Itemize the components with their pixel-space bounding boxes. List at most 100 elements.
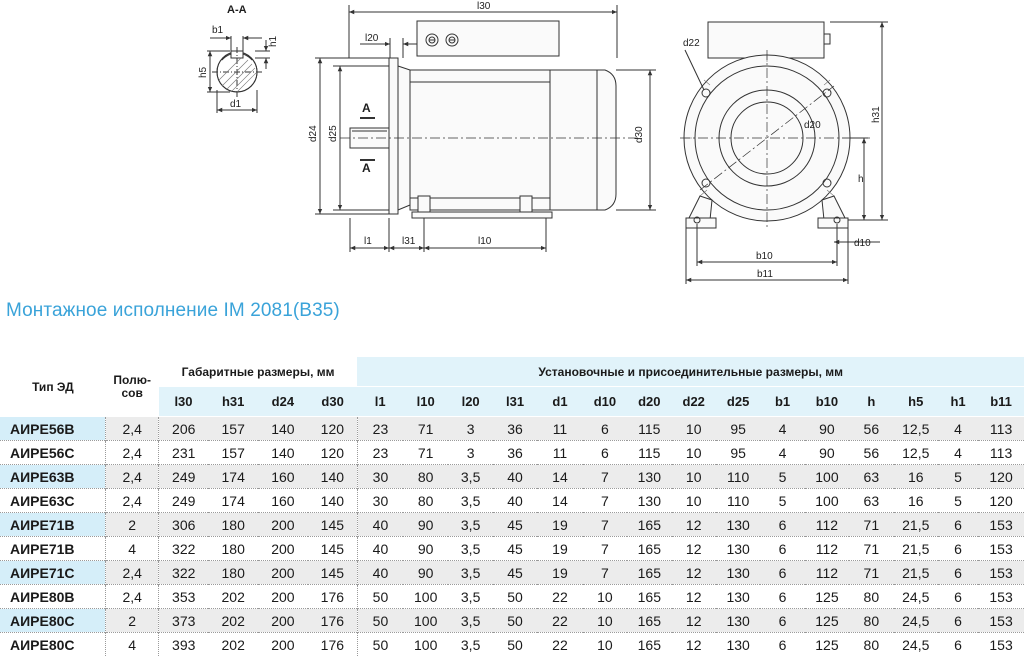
poles-cell: 2,4	[105, 440, 160, 465]
label-h31: h31	[871, 106, 882, 123]
value-cell-l10: 80	[402, 488, 449, 513]
value-cell-h1: 4	[937, 416, 979, 441]
value-cell-l30: 353	[158, 584, 209, 609]
value-cell-d1: 11	[537, 440, 583, 465]
value-cell-d20: 165	[627, 512, 672, 537]
value-cell-d24: 200	[258, 608, 308, 633]
value-cell-l20: 3,5	[448, 536, 493, 561]
value-cell-l31: 40	[492, 488, 538, 513]
value-cell-d20: 165	[627, 536, 672, 561]
value-cell-l10: 100	[402, 632, 449, 656]
value-cell-l10: 90	[402, 536, 449, 561]
value-cell-h31: 180	[208, 512, 259, 537]
value-cell-d24: 200	[258, 632, 308, 656]
value-cell-l30: 249	[158, 488, 209, 513]
value-cell-d25: 95	[715, 440, 761, 465]
value-cell-h5: 21,5	[893, 560, 938, 585]
value-cell-l1: 30	[357, 464, 403, 489]
value-cell-l10: 100	[402, 584, 449, 609]
value-cell-d24: 140	[258, 416, 308, 441]
value-cell-h5: 16	[893, 488, 938, 513]
poles-cell: 4	[105, 536, 160, 561]
label-d30: d30	[634, 126, 645, 143]
value-cell-b10: 112	[804, 560, 850, 585]
column-header-h: h	[849, 386, 894, 417]
value-cell-b11: 153	[978, 536, 1024, 561]
value-cell-b1: 6	[760, 608, 805, 633]
value-cell-d30: 140	[307, 464, 358, 489]
value-cell-l31: 45	[492, 512, 538, 537]
section-title: A-A	[227, 4, 247, 16]
label-l20: l20	[365, 33, 379, 44]
label-b10: b10	[756, 251, 773, 262]
value-cell-d22: 12	[671, 512, 716, 537]
value-cell-b10: 125	[804, 584, 850, 609]
column-header-h5: h5	[893, 386, 938, 417]
poles-cell: 2,4	[105, 416, 160, 441]
column-header-d25: d25	[715, 386, 761, 417]
value-cell-h5: 16	[893, 464, 938, 489]
motor-type-cell: АИРЕ56С	[0, 440, 106, 465]
value-cell-h: 71	[849, 512, 894, 537]
value-cell-d20: 115	[627, 416, 672, 441]
value-cell-h1: 6	[937, 584, 979, 609]
value-cell-d1: 14	[537, 464, 583, 489]
value-cell-b10: 125	[804, 632, 850, 656]
value-cell-l30: 249	[158, 464, 209, 489]
value-cell-h: 80	[849, 608, 894, 633]
value-cell-h: 80	[849, 632, 894, 656]
value-cell-b11: 153	[978, 512, 1024, 537]
value-cell-d30: 120	[307, 440, 358, 465]
value-cell-h1: 4	[937, 440, 979, 465]
column-header-l30: l30	[158, 386, 209, 417]
value-cell-b1: 6	[760, 512, 805, 537]
column-header-l10: l10	[402, 386, 449, 417]
label-l31: l31	[402, 236, 416, 247]
value-cell-h1: 6	[937, 608, 979, 633]
poles-cell: 2,4	[105, 584, 160, 609]
value-cell-l10: 71	[402, 416, 449, 441]
column-header-b10: b10	[804, 386, 850, 417]
value-cell-b10: 100	[804, 464, 850, 489]
value-cell-h1: 6	[937, 536, 979, 561]
label-b1: b1	[212, 25, 224, 36]
shaft-section-view: A-A b1 h1 h5 d	[198, 4, 279, 113]
motor-type-cell: АИРЕ63С	[0, 488, 106, 513]
value-cell-b10: 112	[804, 536, 850, 561]
value-cell-b10: 125	[804, 608, 850, 633]
value-cell-l31: 50	[492, 632, 538, 656]
value-cell-d20: 165	[627, 584, 672, 609]
motor-type-cell: АИРЕ80С	[0, 608, 106, 633]
motor-type-cell: АИРЕ80С	[0, 632, 106, 656]
value-cell-d22: 12	[671, 536, 716, 561]
value-cell-d1: 19	[537, 512, 583, 537]
value-cell-h: 63	[849, 464, 894, 489]
column-header-d20: d20	[627, 386, 672, 417]
value-cell-l31: 36	[492, 440, 538, 465]
value-cell-l31: 50	[492, 584, 538, 609]
column-header-b1: b1	[760, 386, 805, 417]
overall-dimensions-header: Габаритные размеры, мм	[158, 357, 358, 387]
value-cell-b1: 6	[760, 632, 805, 656]
value-cell-d10: 7	[582, 488, 628, 513]
value-cell-l1: 40	[357, 560, 403, 585]
motor-type-cell: АИРЕ56В	[0, 416, 106, 441]
column-header-l31: l31	[492, 386, 538, 417]
value-cell-l10: 80	[402, 464, 449, 489]
type-header: Тип ЭД	[0, 357, 106, 417]
label-d1: d1	[230, 99, 242, 110]
value-cell-h31: 174	[208, 464, 259, 489]
label-d20: d20	[804, 120, 821, 131]
value-cell-l30: 373	[158, 608, 209, 633]
value-cell-d10: 7	[582, 536, 628, 561]
value-cell-b10: 112	[804, 512, 850, 537]
poles-cell: 2,4	[105, 464, 160, 489]
value-cell-h1: 6	[937, 512, 979, 537]
column-header-l20: l20	[448, 386, 493, 417]
